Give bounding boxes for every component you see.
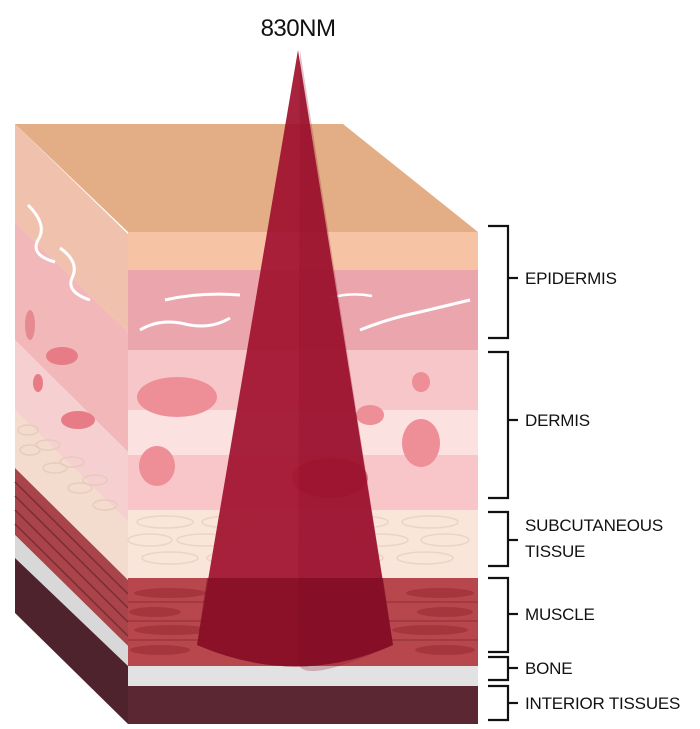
label-subcutaneous-line2: TISSUE: [525, 542, 585, 561]
side-cell: [25, 310, 35, 340]
bracket-subcutaneous: [488, 512, 508, 566]
bracket-epidermis: [488, 226, 508, 338]
layer-interior: [128, 686, 478, 724]
label-bone: BONE: [525, 659, 572, 678]
dermis-cell: [139, 446, 175, 486]
wavelength-label: 830NM: [261, 15, 336, 42]
bracket-bone: [488, 657, 508, 680]
label-subcutaneous-line1: SUBCUTANEOUS: [525, 516, 663, 535]
label-interior-tissues: INTERIOR TISSUES: [525, 694, 680, 713]
side-cell: [33, 374, 43, 392]
dermis-cell: [137, 377, 217, 417]
side-cell: [46, 347, 78, 365]
label-dermis: DERMIS: [525, 411, 590, 430]
layer-brackets: [488, 226, 518, 720]
bracket-muscle: [488, 578, 508, 652]
label-epidermis: EPIDERMIS: [525, 269, 617, 288]
dermis-cell: [402, 419, 440, 467]
side-cell: [61, 411, 95, 429]
label-muscle: MUSCLE: [525, 605, 595, 624]
bracket-dermis: [488, 352, 508, 498]
light-beam-deep: [197, 578, 393, 667]
dermis-cell: [412, 372, 430, 392]
dermis-cell: [356, 405, 384, 425]
bracket-interior: [488, 686, 508, 720]
